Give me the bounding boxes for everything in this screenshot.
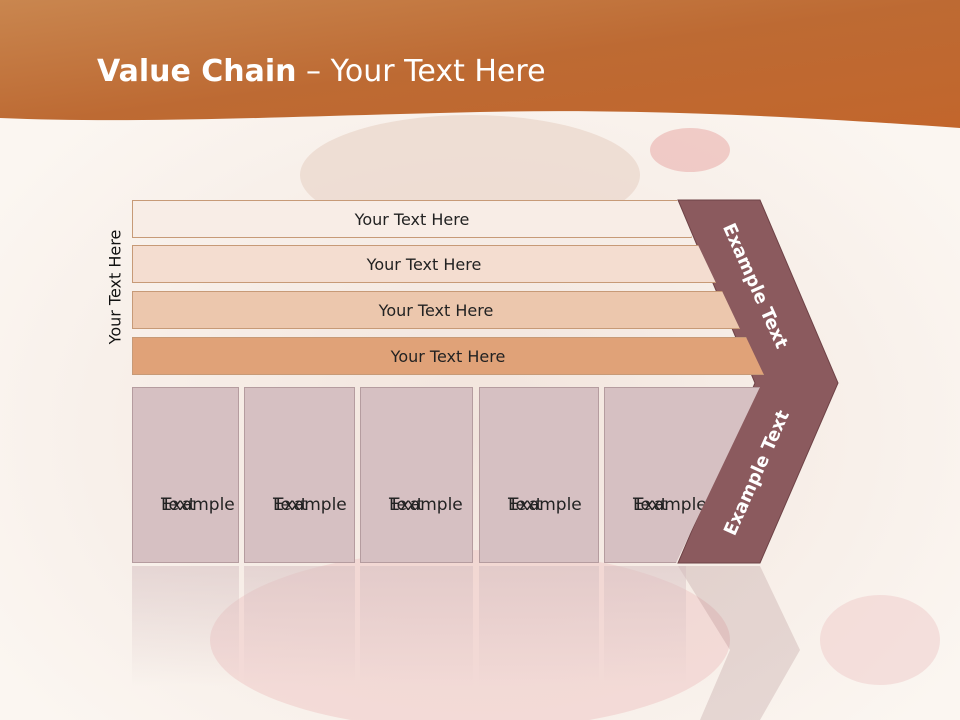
box-reflection-1 [132, 566, 239, 686]
box-2-line2: Text [273, 495, 308, 515]
title-rest: – Your Text Here [296, 54, 546, 89]
title-bold: Value Chain [97, 54, 297, 89]
row-3: Your Text Here [132, 291, 740, 329]
row-2: Your Text Here [132, 245, 716, 283]
box-reflection-2 [244, 566, 355, 686]
box-reflection-3 [360, 566, 473, 686]
box-3-line1: Example [389, 495, 463, 515]
box-4-line2: Text [508, 495, 543, 515]
box-reflection-4 [479, 566, 599, 686]
side-label: Your Text Here [105, 229, 125, 345]
page-title: Value Chain – Your Text Here [97, 54, 546, 89]
box-1-line1: Example [161, 495, 235, 515]
box-reflection-5 [604, 566, 686, 686]
box-5-line2: Text [633, 495, 668, 515]
box-2-line1: Example [273, 495, 347, 515]
box-1-line2: Text [161, 495, 196, 515]
row-1: Your Text Here [132, 200, 692, 238]
box-3-line2: Text [389, 495, 424, 515]
box-4-line1: Example [508, 495, 582, 515]
box-5-line1: Example [633, 495, 707, 515]
row-4: Your Text Here [132, 337, 764, 375]
header-band [0, 0, 960, 128]
